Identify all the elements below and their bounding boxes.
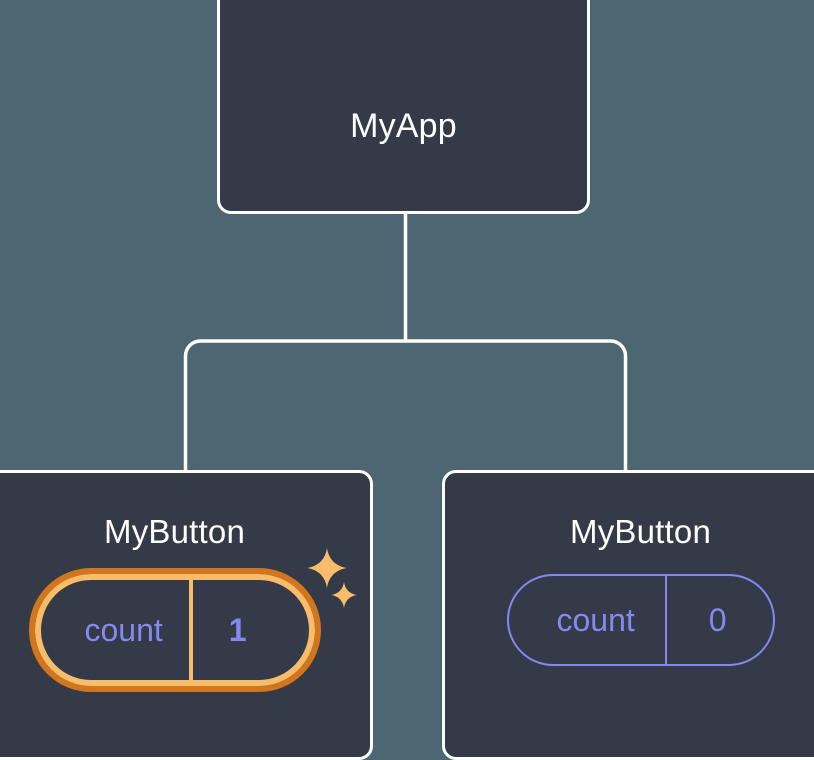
sparkle-small-icon <box>330 582 357 608</box>
state-pill-value-left: 1 <box>188 580 283 680</box>
connector-branch <box>183 339 628 472</box>
state-pill-key-left: count <box>84 611 163 648</box>
node-mybutton-left-label: MyButton <box>104 513 245 550</box>
node-mybutton-right[interactable]: MyButton count 0 <box>442 470 814 760</box>
node-mybutton-left[interactable]: MyButton count 1 <box>0 470 373 760</box>
node-mybutton-right-label: MyButton <box>570 513 711 550</box>
node-myapp[interactable]: MyApp <box>217 0 590 214</box>
state-pill-key-right: count <box>556 601 635 638</box>
state-pill-count-unchanged[interactable]: count 0 <box>506 574 775 666</box>
state-pill-wrapper-left: count 1 <box>28 548 357 692</box>
state-pill-wrapper-right: count 0 <box>506 574 775 666</box>
node-myapp-label: MyApp <box>350 107 457 145</box>
state-pill-count-updated[interactable]: count 1 <box>28 568 321 692</box>
state-pill-value-right: 0 <box>664 576 769 664</box>
sparkle-group <box>306 548 367 628</box>
sparkle-icon <box>306 548 347 588</box>
